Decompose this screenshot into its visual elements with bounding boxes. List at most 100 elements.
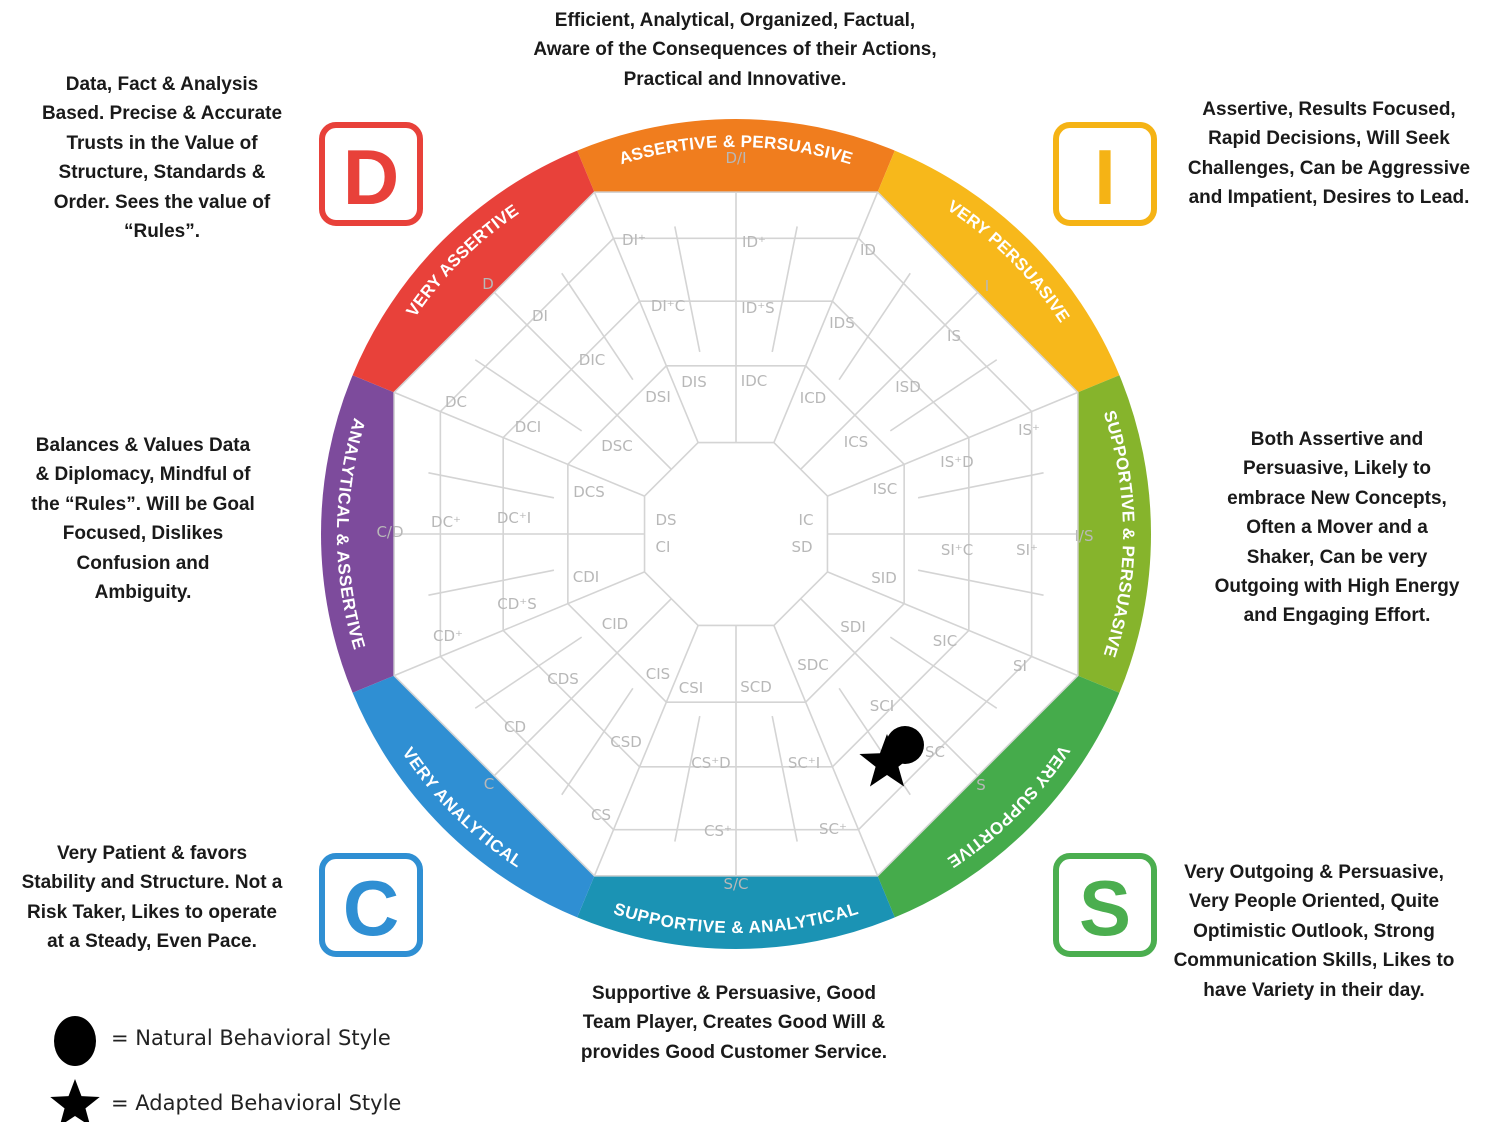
left-description: Balances & Values Data & Diplomacy, Mind…	[31, 435, 255, 604]
cell-label: IDS	[829, 314, 855, 332]
grid-spoke-inner	[889, 636, 998, 709]
i-description: Assertive, Results Focused, Rapid Decisi…	[1187, 99, 1471, 209]
cell-label: S	[976, 776, 986, 794]
cell-label: ID	[860, 241, 876, 259]
cell-label: ISC	[873, 480, 897, 498]
cell-label: SI⁺C	[941, 541, 973, 559]
badge-frame	[1053, 853, 1157, 957]
cell-label: DSI	[645, 388, 671, 406]
grid-spoke-inner	[917, 569, 1044, 596]
cell-label: SDI	[840, 618, 866, 636]
grid-spoke-corner	[593, 625, 699, 877]
ring-segment-2	[877, 150, 1120, 393]
grid-spoke-corner	[773, 191, 879, 443]
cell-label: CI	[656, 538, 671, 556]
grid-spoke-inner	[674, 715, 701, 842]
s-description: Very Outgoing & Persuasive, Very People …	[1173, 862, 1455, 1001]
badge-c: C	[319, 853, 423, 957]
grid-spoke-inner	[838, 272, 911, 381]
cell-label: SI	[1013, 657, 1027, 675]
grid-spoke-corner	[827, 571, 1079, 677]
ring-segment-4	[877, 675, 1120, 918]
cell-label: CS	[591, 806, 611, 824]
grid-spoke-inner	[474, 359, 583, 432]
ring-segment-7	[321, 375, 395, 693]
cell-label: C	[484, 775, 494, 793]
cell-label: CS⁺	[704, 822, 732, 840]
badge-letter: I	[1094, 133, 1116, 221]
grid-spoke-corner	[773, 625, 879, 877]
cell-label: SIC	[933, 632, 957, 650]
cell-label: DSC	[601, 437, 633, 455]
cell-label: SD	[791, 538, 812, 556]
cell-label: ISD	[895, 378, 921, 396]
grid-spoke-inner	[889, 359, 998, 432]
grid-spoke-inner	[561, 687, 634, 796]
badge-frame	[319, 853, 423, 957]
badge-letter: D	[343, 133, 399, 221]
badge-i: I	[1053, 122, 1157, 226]
adapted-style-marker	[859, 734, 915, 787]
cell-label: ID⁺S	[741, 299, 774, 317]
grid-spoke-inner	[674, 226, 701, 353]
cell-label: CSD	[610, 733, 642, 751]
cell-label: DI⁺C	[651, 297, 685, 315]
cell-label: CD⁺	[433, 627, 463, 645]
badge-letter: S	[1079, 864, 1131, 952]
badge-letter: C	[343, 864, 399, 952]
cell-label: CDI	[573, 568, 599, 586]
cell-label: DC⁺	[431, 513, 461, 531]
cell-label: ICS	[844, 433, 868, 451]
cell-label: IS⁺	[1018, 421, 1040, 439]
badge-frame	[319, 122, 423, 226]
cell-label: CID	[602, 615, 628, 633]
cell-label: DC⁺I	[497, 509, 531, 527]
cell-label: DCI	[515, 418, 541, 436]
cell-label: DS	[655, 511, 676, 529]
cell-label: I	[985, 277, 989, 295]
cell-label: SC⁺I	[788, 754, 820, 772]
grid-octagon-5	[643, 441, 829, 627]
cell-label: SID	[871, 569, 897, 587]
cell-label: D/I	[725, 149, 746, 167]
grid-spoke-corner	[393, 571, 645, 677]
grid-spoke-inner	[474, 636, 583, 709]
ring-segment-8	[352, 150, 595, 393]
legend-star-icon	[50, 1079, 100, 1122]
right-description: Both Assertive and Persuasive, Likely to…	[1214, 429, 1460, 627]
grid-spoke-mid	[493, 291, 672, 470]
grid-spoke-corner	[827, 391, 1079, 497]
cell-label: CS⁺D	[691, 754, 730, 772]
bottom-description: Supportive & Persuasive, Good Team Playe…	[580, 983, 888, 1063]
cell-label: SC⁺	[819, 820, 847, 838]
grid-spoke-inner	[428, 569, 555, 596]
ring-segment-1	[577, 119, 895, 193]
grid-spoke-mid	[800, 598, 979, 777]
cell-label: CIS	[646, 665, 670, 683]
c-description: Very Patient & favors Stability and Stru…	[21, 843, 283, 953]
cell-label: DIS	[681, 373, 707, 391]
cell-label: SI⁺	[1016, 541, 1038, 559]
cell-label: CD⁺S	[497, 595, 536, 613]
badge-frame	[1053, 122, 1157, 226]
cell-label: D	[482, 275, 494, 293]
badge-s: S	[1053, 853, 1157, 957]
cell-label: ID⁺	[742, 233, 766, 251]
cell-label: CD	[504, 718, 526, 736]
grid-spoke-inner	[771, 715, 798, 842]
grid-spoke-corner	[393, 391, 645, 497]
badge-d: D	[319, 122, 423, 226]
legend-natural-label: = Natural Behavioral Style	[111, 1026, 391, 1050]
cell-label: IS	[947, 327, 961, 345]
grid-spoke-inner	[428, 472, 555, 499]
d-description: Data, Fact & Analysis Based. Precise & A…	[41, 74, 283, 243]
cell-label: S/C	[723, 875, 748, 893]
cell-label: DIC	[579, 351, 605, 369]
cell-label: DC	[445, 393, 467, 411]
cell-label: SC	[925, 743, 945, 761]
cell-label: CDS	[547, 670, 579, 688]
cell-label: DCS	[573, 483, 605, 501]
ring-segment-3	[1077, 375, 1151, 693]
